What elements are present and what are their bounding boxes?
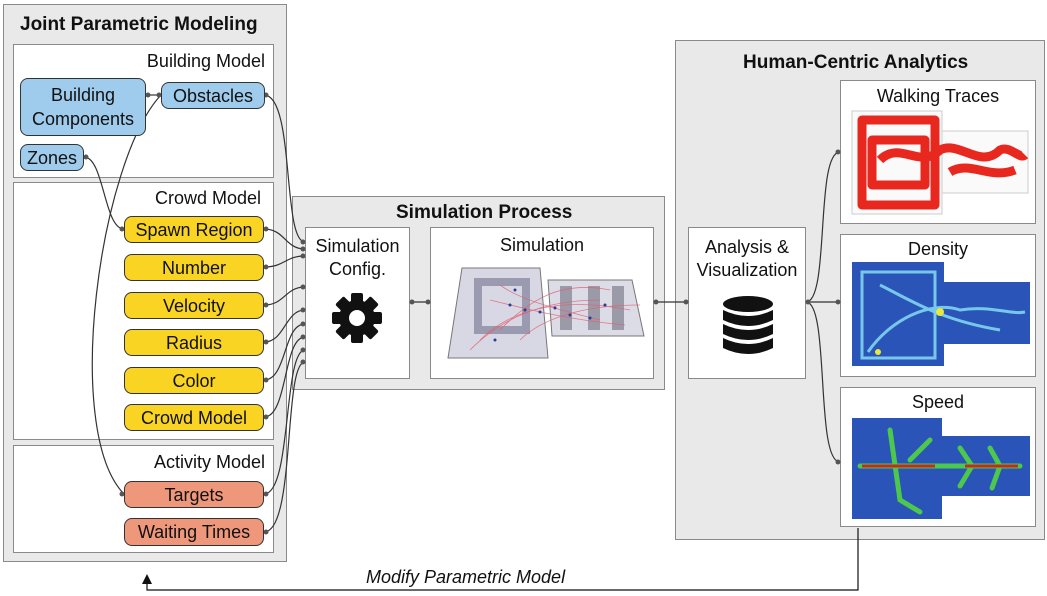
velocity-node[interactable]: Velocity bbox=[124, 292, 264, 319]
analysis-visualization-label: Analysis & Visualization bbox=[696, 237, 798, 280]
joint-panel-title: Joint Parametric Modeling bbox=[20, 14, 258, 35]
targets-node[interactable]: Targets bbox=[124, 481, 264, 508]
simulation-render-image bbox=[447, 267, 645, 359]
simulation-process-title: Simulation Process bbox=[396, 202, 573, 223]
density-label: Density bbox=[907, 239, 969, 259]
spawn-region-node[interactable]: Spawn Region bbox=[124, 216, 264, 243]
walking-traces-label: Walking Traces bbox=[876, 86, 1000, 106]
feedback-arrow bbox=[142, 528, 859, 591]
database-icon bbox=[723, 296, 773, 354]
crowd-model-title: Crowd Model bbox=[154, 188, 261, 208]
building-model-title: Building Model bbox=[146, 51, 265, 71]
speed-label: Speed bbox=[911, 392, 965, 412]
waiting-times-node[interactable]: Waiting Times bbox=[124, 518, 264, 546]
number-node[interactable]: Number bbox=[124, 254, 264, 281]
zones-node[interactable]: Zones bbox=[20, 144, 84, 171]
speed-heatmap-image bbox=[852, 418, 1030, 519]
building-components-node[interactable]: Building Components bbox=[20, 78, 146, 136]
feedback-label: Modify Parametric Model bbox=[366, 567, 566, 587]
density-heatmap-image bbox=[852, 262, 1030, 366]
activity-model-title: Activity Model bbox=[153, 452, 265, 472]
simulation-config-label: Simulation Config. bbox=[315, 236, 400, 279]
simulation-label: Simulation bbox=[499, 235, 585, 255]
gear-icon bbox=[332, 293, 382, 343]
color-node[interactable]: Color bbox=[124, 367, 264, 394]
obstacles-node[interactable]: Obstacles bbox=[161, 82, 265, 109]
walking-traces-image bbox=[851, 110, 1029, 215]
analytics-title: Human-Centric Analytics bbox=[743, 52, 969, 73]
radius-node[interactable]: Radius bbox=[124, 329, 264, 356]
crowd-model-node[interactable]: Crowd Model bbox=[124, 404, 264, 431]
